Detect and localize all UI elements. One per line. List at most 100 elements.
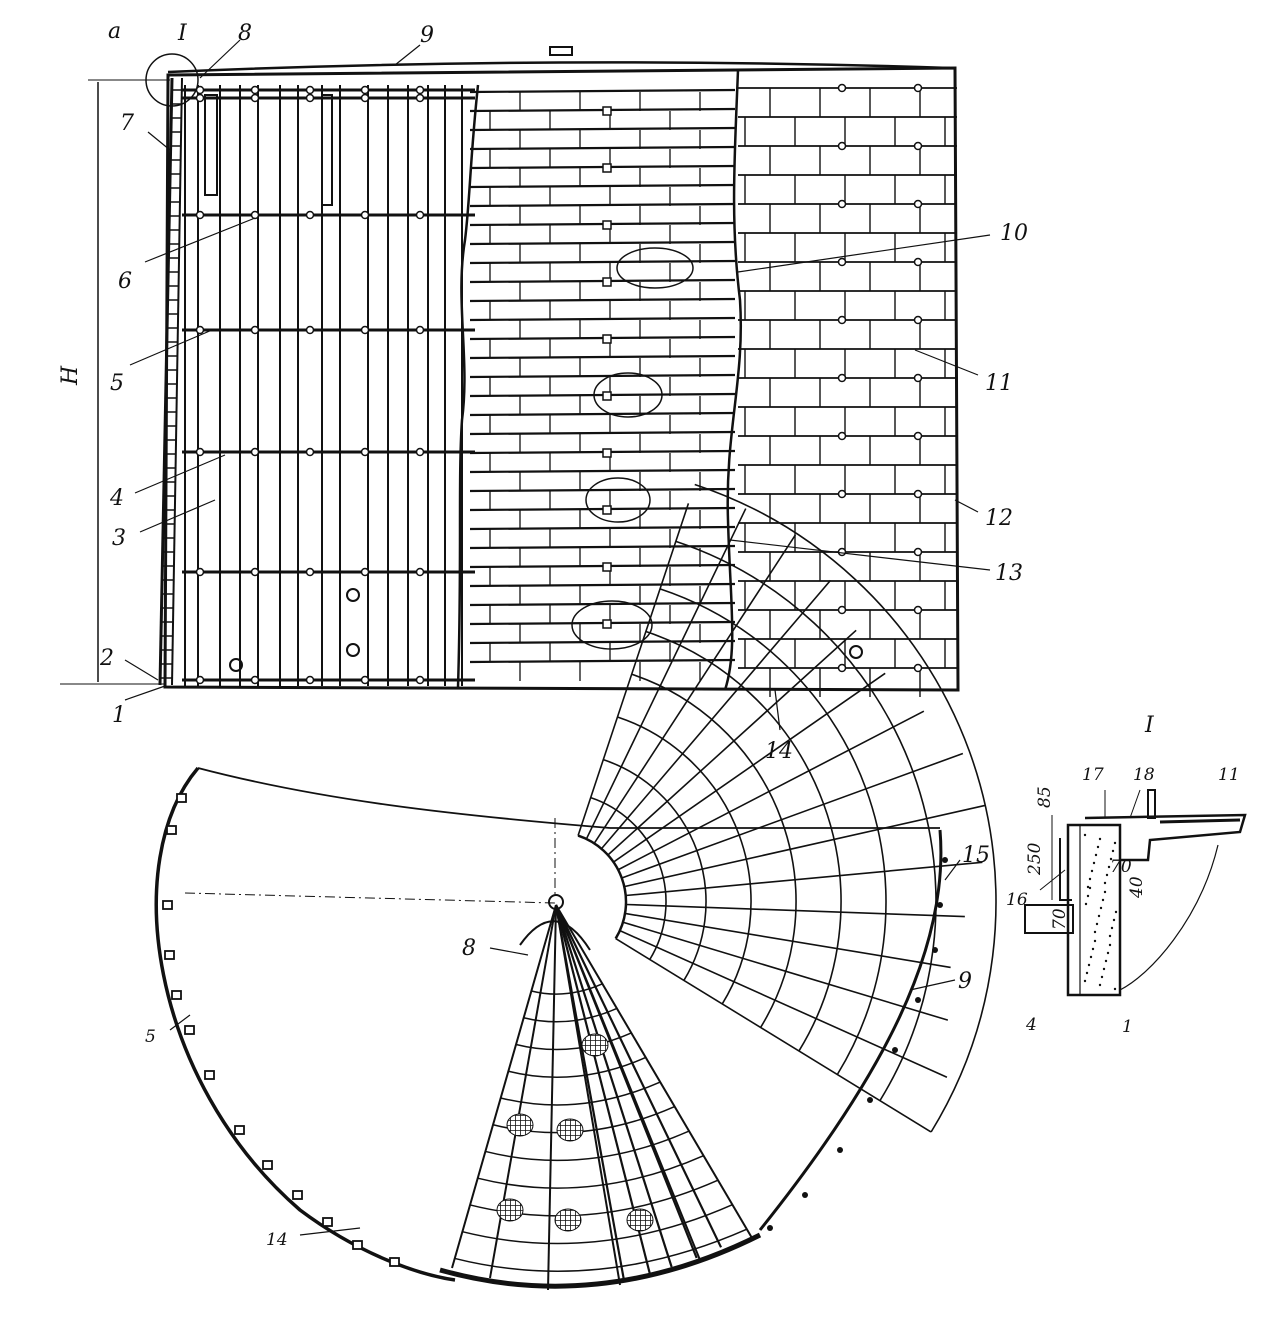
ring-bolt xyxy=(250,567,260,577)
detail-plate xyxy=(1024,904,1074,934)
concrete-dot xyxy=(1099,906,1103,910)
stiffener-tab xyxy=(204,1070,215,1080)
plate-seam xyxy=(469,183,736,189)
sector-mesh xyxy=(506,1113,534,1137)
sector-radial xyxy=(489,904,557,1279)
roof-bolt xyxy=(802,1192,808,1198)
stiffener-tab xyxy=(171,990,182,1000)
roof-rafter xyxy=(619,929,948,1078)
concrete-dot xyxy=(1105,873,1109,877)
right-plates xyxy=(738,83,957,697)
callout-6: 6 xyxy=(118,269,132,294)
plate-seam xyxy=(469,240,736,246)
ring-bolt xyxy=(360,675,370,685)
plan-outer-arc xyxy=(154,766,456,1282)
plate-seam xyxy=(469,582,736,588)
mesh-patch-2 xyxy=(593,372,663,418)
ring-bolt xyxy=(415,85,425,95)
dim-250: 250 xyxy=(1025,842,1045,876)
ring-bolt xyxy=(250,447,260,457)
nozzle-2 xyxy=(346,588,360,602)
brick-bolt xyxy=(913,431,923,441)
detail-wall xyxy=(1066,823,1122,997)
ring-bolt xyxy=(360,447,370,457)
slot-1 xyxy=(204,94,218,196)
callout-14: 14 xyxy=(765,739,793,764)
sector-mesh xyxy=(496,1198,524,1222)
ladder-rail-left xyxy=(158,77,174,686)
roof-bolt xyxy=(915,997,921,1003)
plate-seam xyxy=(469,468,736,474)
brick-bolt xyxy=(913,663,923,673)
concrete-dot xyxy=(1104,959,1108,963)
brick-bolt xyxy=(837,373,847,383)
sector-arc xyxy=(500,1081,661,1106)
concrete-dot xyxy=(1113,987,1117,991)
sector-radial xyxy=(555,904,753,1239)
brick-bolt xyxy=(837,257,847,267)
mesh-patch-4 xyxy=(571,600,653,650)
sector-mesh xyxy=(581,1033,609,1057)
plan-centerline-h xyxy=(184,892,556,904)
plate-seam xyxy=(469,126,736,132)
middle-plates xyxy=(469,88,736,681)
roof-ring xyxy=(659,588,887,1075)
boundary-left xyxy=(456,84,480,688)
detail-callout-4: 4 xyxy=(1025,1015,1037,1035)
stiffener-tab xyxy=(164,950,175,960)
ring-bolt xyxy=(250,210,260,220)
plate-seam xyxy=(469,430,736,436)
plate-seam xyxy=(469,316,736,322)
detail-callout-17: 17 xyxy=(1082,765,1104,785)
brick-bolt xyxy=(913,199,923,209)
roof-rafter xyxy=(600,579,832,850)
bottom-sector xyxy=(439,904,762,1291)
concrete-dot xyxy=(1103,890,1107,894)
detail-callout-16: 16 xyxy=(1006,890,1028,910)
stiffener-tab xyxy=(322,1217,333,1227)
concrete-dot xyxy=(1110,926,1114,930)
ring-bolt xyxy=(360,325,370,335)
sector-arc xyxy=(454,1228,748,1272)
roof-rafter xyxy=(613,672,886,863)
roof-bolt xyxy=(937,902,943,908)
plate-seam xyxy=(469,88,736,94)
stiffener-tab xyxy=(166,825,177,835)
plate-clip xyxy=(602,391,612,401)
ring-bolt xyxy=(250,325,260,335)
roof-rafter xyxy=(577,503,690,836)
concrete-dot xyxy=(1097,914,1101,918)
sector-arc xyxy=(477,1154,704,1189)
sector-radial xyxy=(547,904,557,1291)
dim-70-bottom: 70 xyxy=(1050,908,1070,930)
roof-rafter xyxy=(624,804,986,888)
concrete-dot xyxy=(1107,865,1111,869)
concrete-dot xyxy=(1083,979,1087,983)
ring-bolt xyxy=(195,210,205,220)
dim-70-top: 70 xyxy=(1110,857,1132,877)
concrete-dot xyxy=(1100,975,1104,979)
plate-seam xyxy=(469,297,736,303)
concrete-dot xyxy=(1101,898,1105,902)
concrete-dot xyxy=(1084,902,1088,906)
sector-arc xyxy=(531,983,603,995)
detail-callout-1: 1 xyxy=(1122,1017,1133,1037)
plate-seam xyxy=(469,411,736,417)
ring-bolt xyxy=(250,85,260,95)
roof-ring xyxy=(675,540,937,1102)
leader-lines xyxy=(124,39,991,731)
sector-rib xyxy=(554,904,673,1268)
roof-rafter xyxy=(624,912,951,969)
plan-leader-lines xyxy=(169,859,961,1236)
plate-seam xyxy=(469,354,736,360)
roof-bolt xyxy=(942,857,948,863)
ring-bolt xyxy=(305,210,315,220)
brick-bolt xyxy=(913,489,923,499)
callout-1: 1 xyxy=(112,703,126,728)
sector-mesh xyxy=(556,1118,584,1142)
plate-seam xyxy=(469,373,736,379)
sector-arc xyxy=(523,1007,618,1023)
sector-arc xyxy=(485,1130,690,1162)
ring-bolt xyxy=(305,85,315,95)
concrete-dot xyxy=(1112,918,1116,922)
